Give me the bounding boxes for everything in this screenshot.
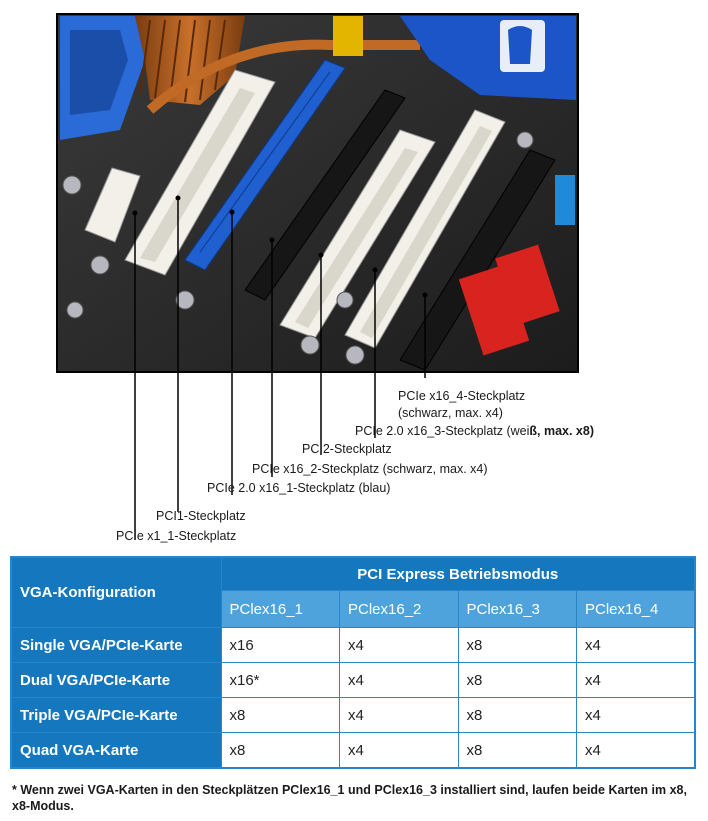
- table-cell: x8: [220, 732, 340, 769]
- footnote: * Wenn zwei VGA-Karten in den Steckplätz…: [12, 783, 687, 813]
- table-cell: x4: [576, 662, 696, 698]
- callout-pcie20-x16-3-main: PCIe 2.0 x16_3-Steckplatz (wei: [355, 424, 530, 438]
- slot-header: PClex16_1: [220, 590, 340, 628]
- table-cell: x16*: [220, 662, 340, 698]
- heat-pipe: [146, 39, 420, 114]
- callout-pcie-x16-2: PCIe x16_2-Steckplatz (schwarz, max. x4): [252, 462, 488, 476]
- table-cell: x8: [457, 732, 577, 769]
- table-cell: x4: [339, 697, 459, 733]
- table-cell: x4: [576, 697, 696, 733]
- callout-pci1: PCI1-Steckplatz: [156, 509, 246, 523]
- table-cell: x4: [339, 662, 459, 698]
- table-cell: x4: [576, 627, 696, 663]
- callout-pcie-x1-1: PCIe x1_1-Steckplatz: [116, 529, 237, 543]
- callout-pcie-x16-4: PCIe x16_4-Steckplatz: [398, 389, 526, 403]
- slot-pcie-x1-1: [84, 167, 141, 243]
- table-cell: x8: [457, 697, 577, 733]
- vga-config-table: VGA-Konfiguration PCI Express Betriebsmo…: [10, 556, 696, 769]
- callout-pcie20-x16-3-bold: ß, max. x8): [529, 424, 595, 438]
- table-row: Single VGA/PCIe-Karte x16 x4 x8 x4: [10, 627, 696, 663]
- table-row: Dual VGA/PCIe-Karte x16* x4 x8 x4: [10, 662, 696, 698]
- row-label: Quad VGA-Karte: [10, 732, 222, 769]
- row-label: Triple VGA/PCIe-Karte: [10, 697, 222, 733]
- table-cell: x8: [457, 627, 577, 663]
- table-cell: x4: [576, 732, 696, 769]
- slot-pcie-x16-4: [399, 149, 556, 371]
- table-cell: x8: [220, 697, 340, 733]
- callout-pcie20-x16-1: PCIe 2.0 x16_1-Steckplatz (blau): [207, 481, 391, 495]
- table-cell: x4: [339, 627, 459, 663]
- table-header-row: VGA-Konfiguration PCI Express Betriebsmo…: [10, 556, 696, 628]
- callout-pcie-x16-4-sub: (schwarz, max. x4): [398, 406, 503, 420]
- table-row: Triple VGA/PCIe-Karte x8 x4 x8 x4: [10, 697, 696, 733]
- table-subheader-row: PClex16_1 PClex16_2 PClex16_3 PClex16_4: [11, 590, 696, 628]
- red-header-2: [495, 244, 560, 326]
- table-cell: x4: [339, 732, 459, 769]
- slot-pcie-x16-2: [244, 89, 406, 301]
- callout-pcie20-x16-3: PCIe 2.0 x16_3-Steckplatz (weiß, max. x8…: [355, 424, 594, 439]
- vga-config-header: VGA-Konfiguration: [10, 556, 222, 628]
- callout-pci2: PCI2-Steckplatz: [302, 442, 392, 456]
- slot-header: PClex16_3: [457, 590, 577, 628]
- pci-mode-header: PCI Express Betriebsmodus: [220, 556, 696, 591]
- row-label: Dual VGA/PCIe-Karte: [10, 662, 222, 698]
- slot-header: PClex16_4: [576, 590, 696, 628]
- motherboard-photo: [56, 13, 579, 540]
- table-row: Quad VGA-Karte x8 x4 x8 x4: [10, 732, 696, 769]
- capacitors: [62, 131, 534, 365]
- row-label: Single VGA/PCIe-Karte: [10, 627, 222, 663]
- slot-header: PClex16_2: [339, 590, 459, 628]
- table-cell: x16: [220, 627, 340, 663]
- table-cell: x8: [457, 662, 577, 698]
